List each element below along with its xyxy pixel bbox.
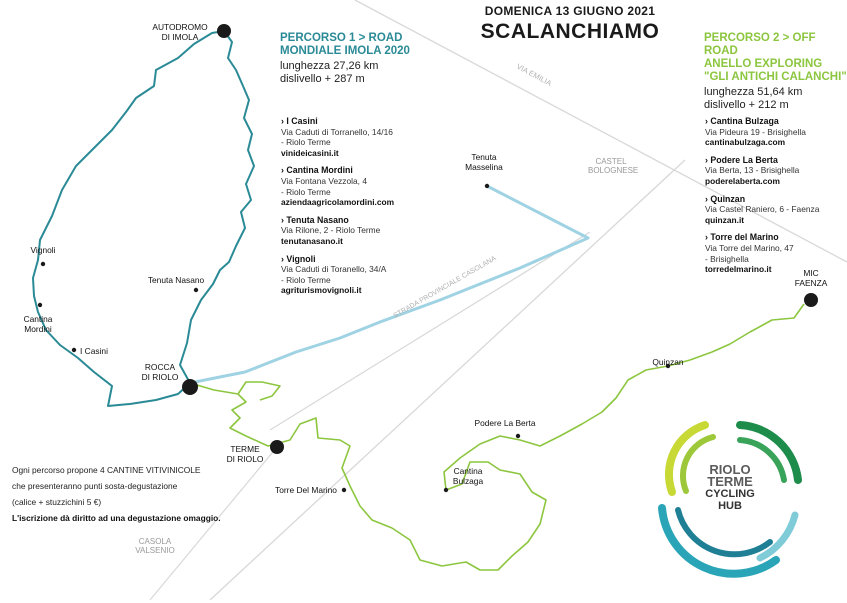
mic-marker	[804, 293, 818, 307]
route2-length: lunghezza 51,64 km	[704, 86, 803, 98]
i-casini-label: I Casini	[80, 346, 108, 356]
winery-entry: › I Casini Via Caduti di Torranello, 14/…	[281, 116, 441, 158]
road-via-emilia	[354, 0, 847, 263]
winery-link[interactable]: tenutanasano.it	[281, 235, 343, 246]
winery-link[interactable]: torredelmarino.it	[705, 264, 772, 275]
winery-entry: › Cantina Bulzaga Via Pideura 19 - Brisi…	[705, 116, 843, 148]
berta-point	[515, 433, 521, 439]
via-emilia-label: VIA EMILIA	[515, 62, 553, 88]
route1-title: PERCORSO 1 > ROAD MONDIALE IMOLA 2020	[280, 32, 410, 57]
winery-entry: › Torre del Marino Via Torre del Marino,…	[705, 232, 843, 274]
route1-elevation: dislivello + 287 m	[280, 73, 365, 85]
route1-wineries: › I Casini Via Caduti di Torranello, 14/…	[281, 116, 441, 303]
vignoli-label: Vignoli	[30, 245, 56, 255]
winery-entry: › Quinzan Via Castel Raniero, 6 - Faenza…	[705, 194, 843, 226]
route2-elevation: dislivello + 212 m	[704, 99, 789, 111]
winery-link[interactable]: cantinabulzaga.com	[705, 137, 786, 148]
connector-path	[189, 184, 590, 385]
event-title: SCALANCHIAMO	[480, 20, 660, 43]
torre-point	[341, 487, 347, 493]
podere-la-berta-label: Podere La Berta	[474, 418, 536, 428]
road-casola	[149, 446, 278, 601]
route1-length: lunghezza 27,26 km	[280, 60, 379, 72]
bulzaga-point	[443, 487, 449, 493]
winery-link[interactable]: poderelaberta.com	[705, 175, 780, 186]
tenuta-nasano-label: Tenuta Nasano	[147, 275, 205, 285]
winery-entry: › Cantina Mordini Via Fontana Vezzola, 4…	[281, 165, 441, 207]
quinzan-label: Quinzan	[652, 357, 684, 367]
event-date: DOMENICA 13 GIUGNO 2021	[484, 4, 656, 18]
torre-del-marino-label: Torre Del Marino	[275, 485, 337, 495]
logo-text: RIOLO TERME CYCLING HUB	[705, 462, 755, 512]
vignoli-point	[40, 261, 46, 267]
rocca-marker	[182, 379, 198, 395]
winery-entry: › Tenuta Nasano Via Rilone, 2 - Riolo Te…	[281, 215, 441, 247]
note-bold-line: L'iscrizione dà diritto ad una degustazi…	[12, 513, 221, 523]
winery-link[interactable]: vinideicasini.it	[281, 147, 339, 158]
terme-marker	[270, 440, 284, 454]
route2-wineries: › Cantina Bulzaga Via Pideura 19 - Brisi…	[705, 116, 843, 282]
winery-entry: › Vignoli Via Caduti di Toranello, 34/A …	[281, 254, 441, 296]
road-castel-bolognese	[209, 159, 686, 601]
winery-link[interactable]: quinzan.it	[705, 214, 745, 225]
autodromo-marker	[217, 24, 231, 38]
route2-title: PERCORSO 2 > OFF ROAD ANELLO EXPLORING "…	[704, 32, 847, 83]
mordini-point	[37, 302, 43, 308]
winery-link[interactable]: agriturismovignoli.it	[281, 285, 362, 296]
winery-link[interactable]: aziendaagricolamordini.com	[281, 197, 395, 208]
route2-info: PERCORSO 2 > OFF ROAD ANELLO EXPLORING "…	[704, 32, 847, 112]
casini-point	[71, 347, 77, 353]
road-casolana	[269, 231, 591, 431]
route1-info: PERCORSO 1 > ROAD MONDIALE IMOLA 2020 lu…	[280, 32, 410, 86]
route2-path	[189, 303, 805, 571]
nasano-point	[193, 287, 199, 293]
masselina-point	[484, 183, 490, 189]
quinzan-point	[665, 363, 671, 369]
winery-entry: › Podere La Berta Via Berta, 13 - Brisig…	[705, 155, 843, 187]
logo-mark	[658, 421, 802, 578]
tasting-note: Ogni percorso propone 4 CANTINE VITIVINI…	[12, 465, 221, 523]
route1-path	[32, 30, 255, 407]
